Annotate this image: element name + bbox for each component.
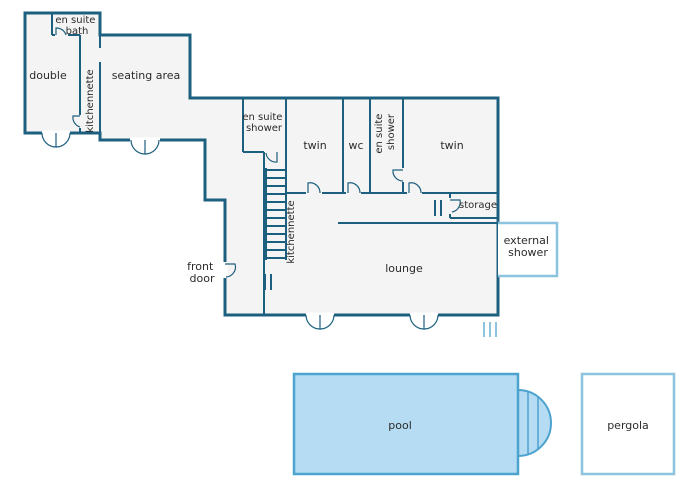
label-kitchennette-main: kitchennette	[286, 200, 297, 263]
label-external-shower: external shower	[504, 234, 553, 259]
external-steps	[483, 322, 497, 337]
label-storage: storage	[459, 200, 497, 211]
label-kitchennette-left: kitchennette	[85, 69, 96, 132]
label-double: double	[29, 69, 67, 82]
doors	[41, 27, 555, 330]
label-en-suite-shower-mid: en suite shower	[242, 112, 285, 134]
exterior-wall	[23, 11, 500, 317]
pool	[292, 372, 552, 476]
label-wc: wc	[348, 139, 363, 152]
staircase	[265, 168, 287, 260]
label-en-suite-bath: en suite bath	[55, 15, 98, 37]
label-twin-right: twin	[440, 139, 463, 152]
house-floor	[25, 13, 498, 315]
label-en-suite-shower-vertical: en suite shower	[374, 110, 397, 153]
label-lounge: lounge	[385, 262, 423, 275]
pergola	[580, 372, 676, 476]
pool-steps	[517, 388, 552, 458]
label-pergola: pergola	[607, 419, 649, 432]
label-twin-left: twin	[303, 139, 326, 152]
label-seating-area: seating area	[112, 69, 181, 82]
external-shower-outline	[498, 221, 559, 278]
label-front-door: front door	[187, 260, 217, 285]
label-pool: pool	[388, 419, 412, 432]
